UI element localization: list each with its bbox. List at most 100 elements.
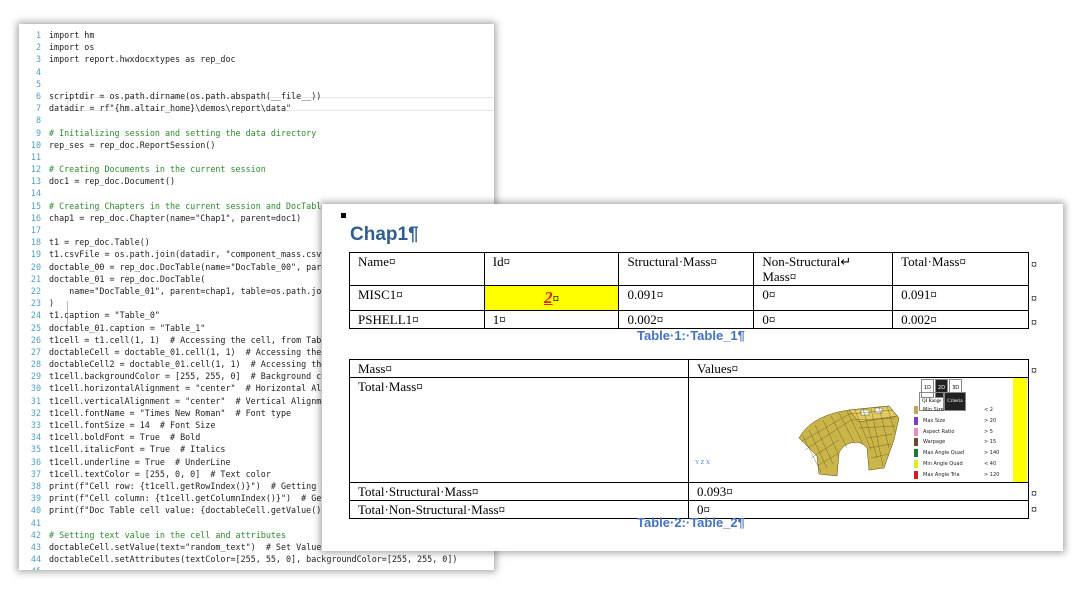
- line-number: 11: [30, 151, 41, 162]
- row-end-mark: ¤: [1031, 502, 1037, 516]
- code-text: print(f"Doc Table cell value: {doctableC…: [49, 505, 332, 516]
- code-line: 30 t1cell.horizontalAlignment = "center" …: [19, 382, 494, 394]
- table-cell: 0.093¤: [688, 482, 1029, 501]
- legend-value: > 5: [984, 428, 993, 435]
- line-number: 5: [35, 78, 41, 89]
- line-number: 33: [30, 420, 41, 430]
- document-preview-panel: Chap1¶ Name¤ Id¤ Structural·Mass¤ Non-St…: [322, 204, 1063, 551]
- code-line: 44 doctableCell.setAttributes(textColor=[…: [19, 553, 494, 565]
- code-text: print(f"Cell row: {t1cell.getRowIndex()}…: [49, 480, 332, 491]
- legend-value: > 15: [984, 439, 997, 446]
- table-1-header-total-mass: Total·Mass¤: [892, 252, 1029, 286]
- line-number: 26: [30, 334, 41, 345]
- legend-swatch: [914, 470, 918, 479]
- code-text: import report.hwxdocxtypes as rep_doc: [49, 54, 236, 65]
- legend-value: < 40: [984, 460, 997, 467]
- table-1-header-row: Name¤ Id¤ Structural·Mass¤ Non-Structura…: [349, 252, 1029, 286]
- line-number: 43: [30, 541, 41, 552]
- line-number: 44: [30, 554, 41, 565]
- code-text: doctableCell2 = doctable_01.cell(1, 1) #…: [49, 359, 327, 370]
- table-row: Total·Structural·Mass¤ 0.093¤: [349, 482, 1029, 501]
- table-row: Total·Mass¤: [349, 377, 1029, 483]
- code-line: 15# Creating Chapters in the current ses…: [19, 200, 494, 212]
- mesh-model-icon: [798, 405, 900, 477]
- code-line: 5: [19, 78, 494, 90]
- line-number: 42: [30, 529, 41, 540]
- code-text: t1cell.fontSize = 14 # Font Size: [49, 420, 216, 430]
- table-1-header-non-structural-mass: Non-Structural↵ Mass¤: [753, 252, 894, 286]
- code-text: ): [49, 298, 55, 309]
- code-text: t1cell.boldFont = True # Bold: [49, 432, 201, 443]
- table-2-caption: Table·2:·Table_2¶: [637, 515, 745, 530]
- code-line: 12# Creating Documents in the current se…: [19, 163, 494, 175]
- table-1: Name¤ Id¤ Structural·Mass¤ Non-Structura…: [349, 252, 1029, 329]
- line-number: 31: [30, 395, 41, 406]
- code-line: 41: [19, 517, 494, 529]
- table-2-header-values: Values¤: [688, 359, 1029, 378]
- line-number: 38: [30, 480, 41, 491]
- table-cell: 0¤: [688, 500, 1029, 519]
- code-line: 14: [19, 187, 494, 199]
- line-number: 6: [35, 90, 41, 101]
- line-number: 20: [30, 261, 41, 272]
- line-number: 39: [30, 493, 41, 504]
- table-1-header-structural-mass: Structural·Mass¤: [618, 252, 755, 286]
- row-end-mark: ¤: [1031, 257, 1037, 271]
- code-text: doctableCell.setAttributes(textColor=[25…: [49, 554, 458, 565]
- criteria-tab: Criteria: [944, 392, 966, 411]
- legend-value: < 2: [984, 407, 993, 413]
- code-line: 22 name="DocTable_01", parent=chap1, tab…: [19, 285, 494, 297]
- line-number: 24: [30, 310, 41, 321]
- code-line: 45: [19, 565, 494, 570]
- paragraph-bullet: [341, 213, 346, 218]
- table-row: MISC1¤ 2¤ 0.091¤ 0¤ 0.091¤: [349, 285, 1029, 311]
- code-line: 11: [19, 151, 494, 163]
- table-cell: 0.002¤: [892, 310, 1029, 329]
- legend-name: Max Size: [923, 417, 946, 424]
- line-number: 14: [30, 188, 41, 199]
- line-number: 10: [30, 139, 41, 150]
- cell-yellow-bar: [1013, 378, 1027, 482]
- line-number: 21: [30, 273, 41, 284]
- legend-swatch: [914, 406, 918, 414]
- code-line: 23): [19, 297, 494, 309]
- legend-row: Max Angle Quad> 140: [914, 448, 1009, 459]
- line-number: 30: [30, 383, 41, 394]
- code-text: t1.csvFile = os.path.join(datadir, "comp…: [49, 249, 332, 260]
- code-text: t1cell.horizontalAlignment = "center" # …: [49, 383, 332, 394]
- table-cell: 0.002¤: [618, 310, 755, 329]
- legend-value: > 140: [984, 450, 1000, 457]
- header-line-1: Non-Structural↵: [762, 254, 852, 269]
- axis-triad-icon: Y Z X: [695, 460, 711, 466]
- table-cell: Total·Non-Structural·Mass¤: [349, 500, 689, 519]
- legend-row: Max Angle Tria> 120: [914, 470, 1009, 481]
- table-cell: 1¤: [483, 310, 620, 329]
- table-cell: Total·Mass¤: [349, 377, 689, 483]
- code-line: 33 t1cell.fontSize = 14 # Font Size: [19, 419, 494, 431]
- code-text: # Creating Documents in the current sess…: [49, 164, 266, 175]
- code-text: import os: [49, 42, 95, 53]
- code-text: t1.caption = "Table_0": [49, 310, 160, 321]
- table-row: PSHELL1¤ 1¤ 0.002¤ 0¤ 0.002¤: [349, 310, 1029, 329]
- chapter-pilcrow: ¶: [408, 224, 419, 245]
- table-2: Mass¤ Values¤ Total·Mass¤: [349, 359, 1029, 519]
- code-text: scriptdir = os.path.dirname(os.path.absp…: [49, 90, 322, 101]
- code-text: t1 = rep_doc.Table(): [49, 237, 150, 248]
- line-number: 37: [30, 468, 41, 479]
- legend-row: Aspect Ratio> 5: [914, 427, 1009, 438]
- current-line-highlight: [67, 97, 494, 111]
- code-text: datadir = rf"{hm.altair_home}\demos\repo…: [49, 103, 292, 114]
- table-1-header-id: Id¤: [483, 252, 620, 286]
